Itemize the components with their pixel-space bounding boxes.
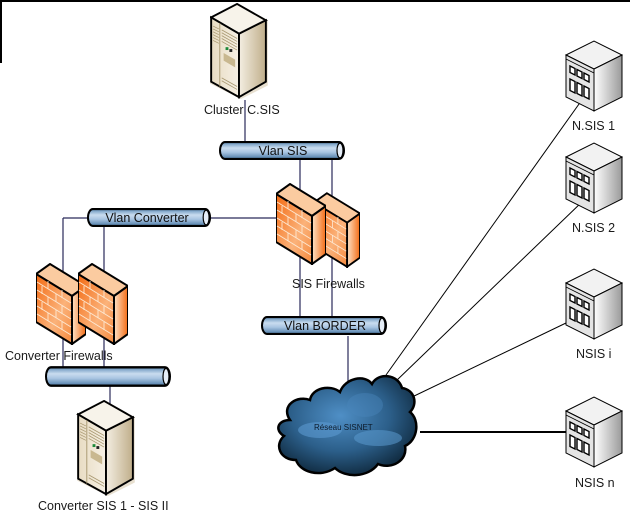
wan-links [385, 96, 585, 433]
cluster-label: Cluster C.SIS [204, 103, 280, 117]
cluster-server-icon[interactable] [210, 3, 268, 99]
nsisi-building-icon[interactable] [565, 268, 623, 340]
link-cloud-nsisi [409, 322, 567, 399]
converter-firewalls-label: Converter Firewalls [5, 349, 113, 363]
vlan-sis-label: Vlan SIS [259, 144, 308, 158]
link-cloud-nsis2 [394, 199, 585, 383]
cloud-icon[interactable] [277, 375, 418, 477]
nsis1-label: N.SIS 1 [572, 119, 615, 133]
nsisn-building-icon[interactable] [565, 396, 623, 468]
converter-server-label: Converter SIS 1 - SIS II [38, 499, 169, 513]
nsis2-building-icon[interactable] [565, 142, 623, 214]
sis-firewall-1-icon[interactable] [276, 183, 326, 265]
nsisi-label: NSIS i [576, 347, 611, 361]
nsisn-label: NSIS n [575, 476, 615, 490]
vlan-converter-label: Vlan Converter [105, 211, 188, 225]
vlan-border-label: Vlan BORDER [284, 319, 366, 333]
sis-firewalls-label: SIS Firewalls [292, 277, 365, 291]
cloud-label: Réseau SISNET [314, 423, 373, 432]
nsis1-building-icon[interactable] [565, 40, 623, 112]
link-cloud-nsis1 [385, 96, 585, 376]
nsis2-label: N.SIS 2 [572, 221, 615, 235]
converter-server-icon[interactable] [76, 400, 136, 496]
converter-bus-icon[interactable] [44, 366, 172, 387]
